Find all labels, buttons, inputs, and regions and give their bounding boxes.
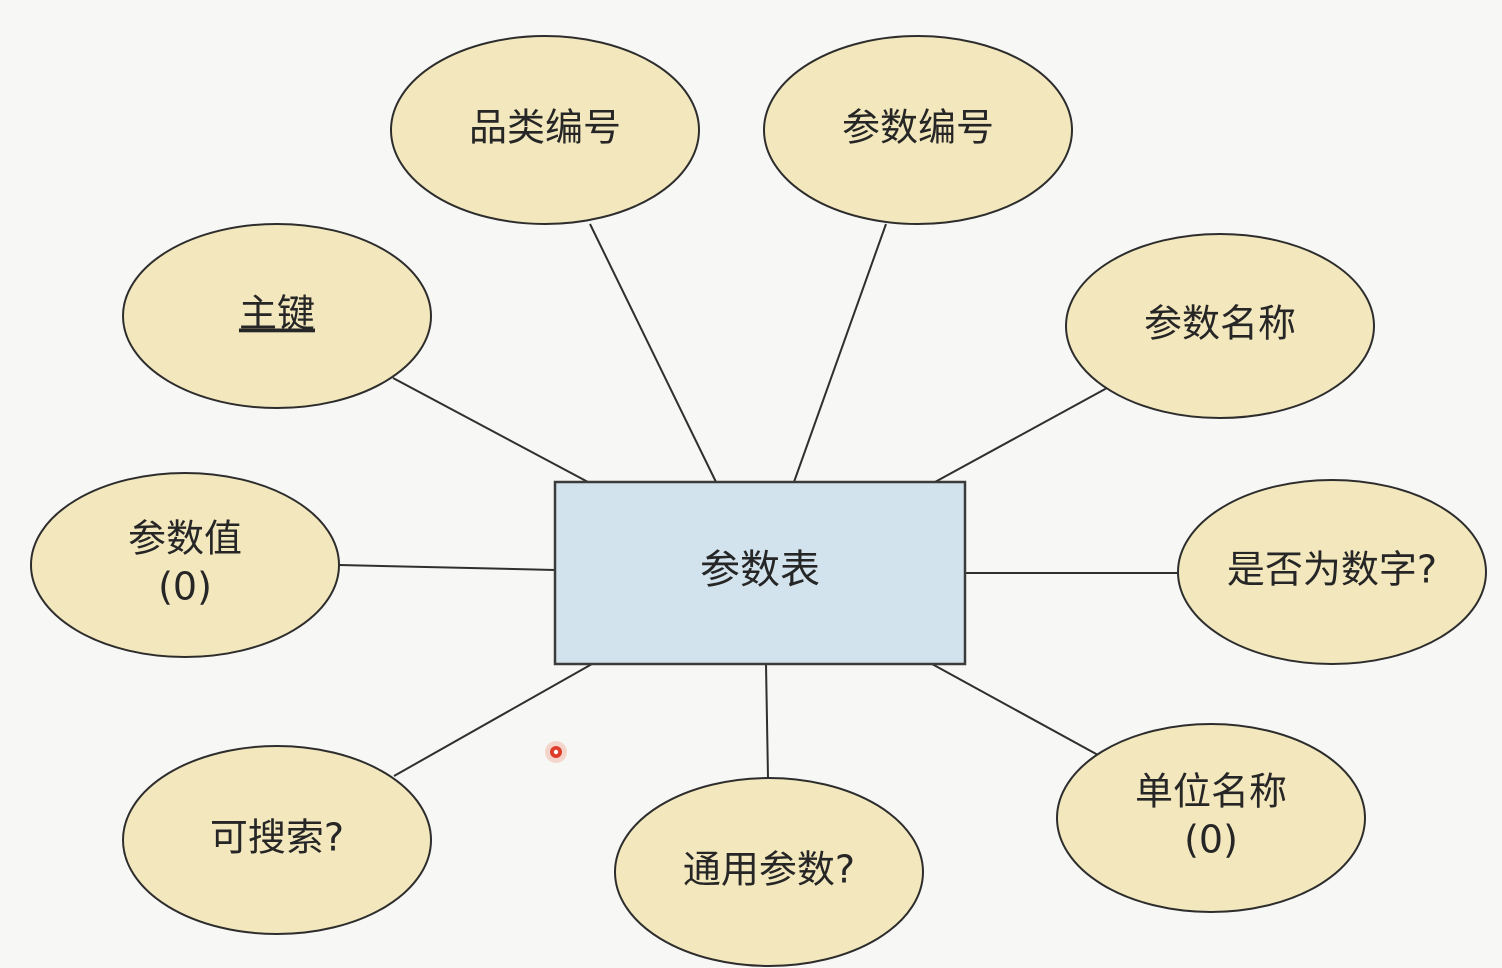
- attribute-node-param-value: 参数值(0): [30, 472, 340, 658]
- pointer-cursor: [545, 741, 567, 763]
- connector-searchable: [393, 663, 593, 777]
- connector-param-id: [793, 223, 887, 483]
- attribute-label: 参数值: [128, 517, 242, 561]
- attribute-ellipse: [1177, 479, 1487, 665]
- entity-node: 参数表: [553, 480, 967, 666]
- attribute-label: 参数名称: [1144, 302, 1296, 346]
- attribute-label: (0): [158, 565, 212, 609]
- connector-param-value: [338, 564, 556, 571]
- connector-param-name: [934, 387, 1108, 483]
- attribute-label: 参数编号: [842, 106, 994, 150]
- cursor-center: [553, 749, 559, 755]
- attribute-node-is-numeric: 是否为数字?: [1177, 479, 1487, 665]
- attribute-label: 可搜索?: [210, 816, 344, 860]
- attribute-ellipse: [390, 35, 700, 225]
- attribute-ellipse: [1065, 233, 1375, 419]
- attribute-node-param-id: 参数编号: [763, 35, 1073, 225]
- attribute-label: 单位名称: [1135, 770, 1287, 814]
- entity-rectangle: [553, 480, 967, 666]
- connector-unit-name: [931, 663, 1099, 756]
- attribute-ellipse: [1056, 723, 1366, 913]
- attribute-label: 通用参数?: [683, 848, 855, 892]
- attribute-ellipse: [122, 745, 432, 935]
- connector-primary-key: [392, 377, 589, 483]
- connector-category-id: [589, 223, 717, 483]
- entity-label: 参数表: [700, 547, 820, 593]
- attribute-ellipse: [122, 223, 432, 409]
- attribute-ellipse: [614, 777, 924, 967]
- diagram-nodes: 品类编号参数编号主键参数名称参数值(0)是否为数字?可搜索?通用参数?单位名称(…: [30, 35, 1487, 967]
- connector-lines: [338, 223, 1178, 779]
- attribute-label: (0): [1184, 818, 1238, 862]
- attribute-ellipse: [763, 35, 1073, 225]
- attribute-label: 主键: [239, 292, 315, 336]
- attribute-label: 品类编号: [469, 106, 621, 150]
- attribute-ellipse: [30, 472, 340, 658]
- attribute-label: 是否为数字?: [1227, 548, 1437, 592]
- attribute-node-category-id: 品类编号: [390, 35, 700, 225]
- connector-generic-param: [765, 663, 769, 779]
- attribute-node-unit-name: 单位名称(0): [1056, 723, 1366, 913]
- attribute-node-param-name: 参数名称: [1065, 233, 1375, 419]
- attribute-node-generic-param: 通用参数?: [614, 777, 924, 967]
- attribute-node-searchable: 可搜索?: [122, 745, 432, 935]
- attribute-node-primary-key: 主键: [122, 223, 432, 409]
